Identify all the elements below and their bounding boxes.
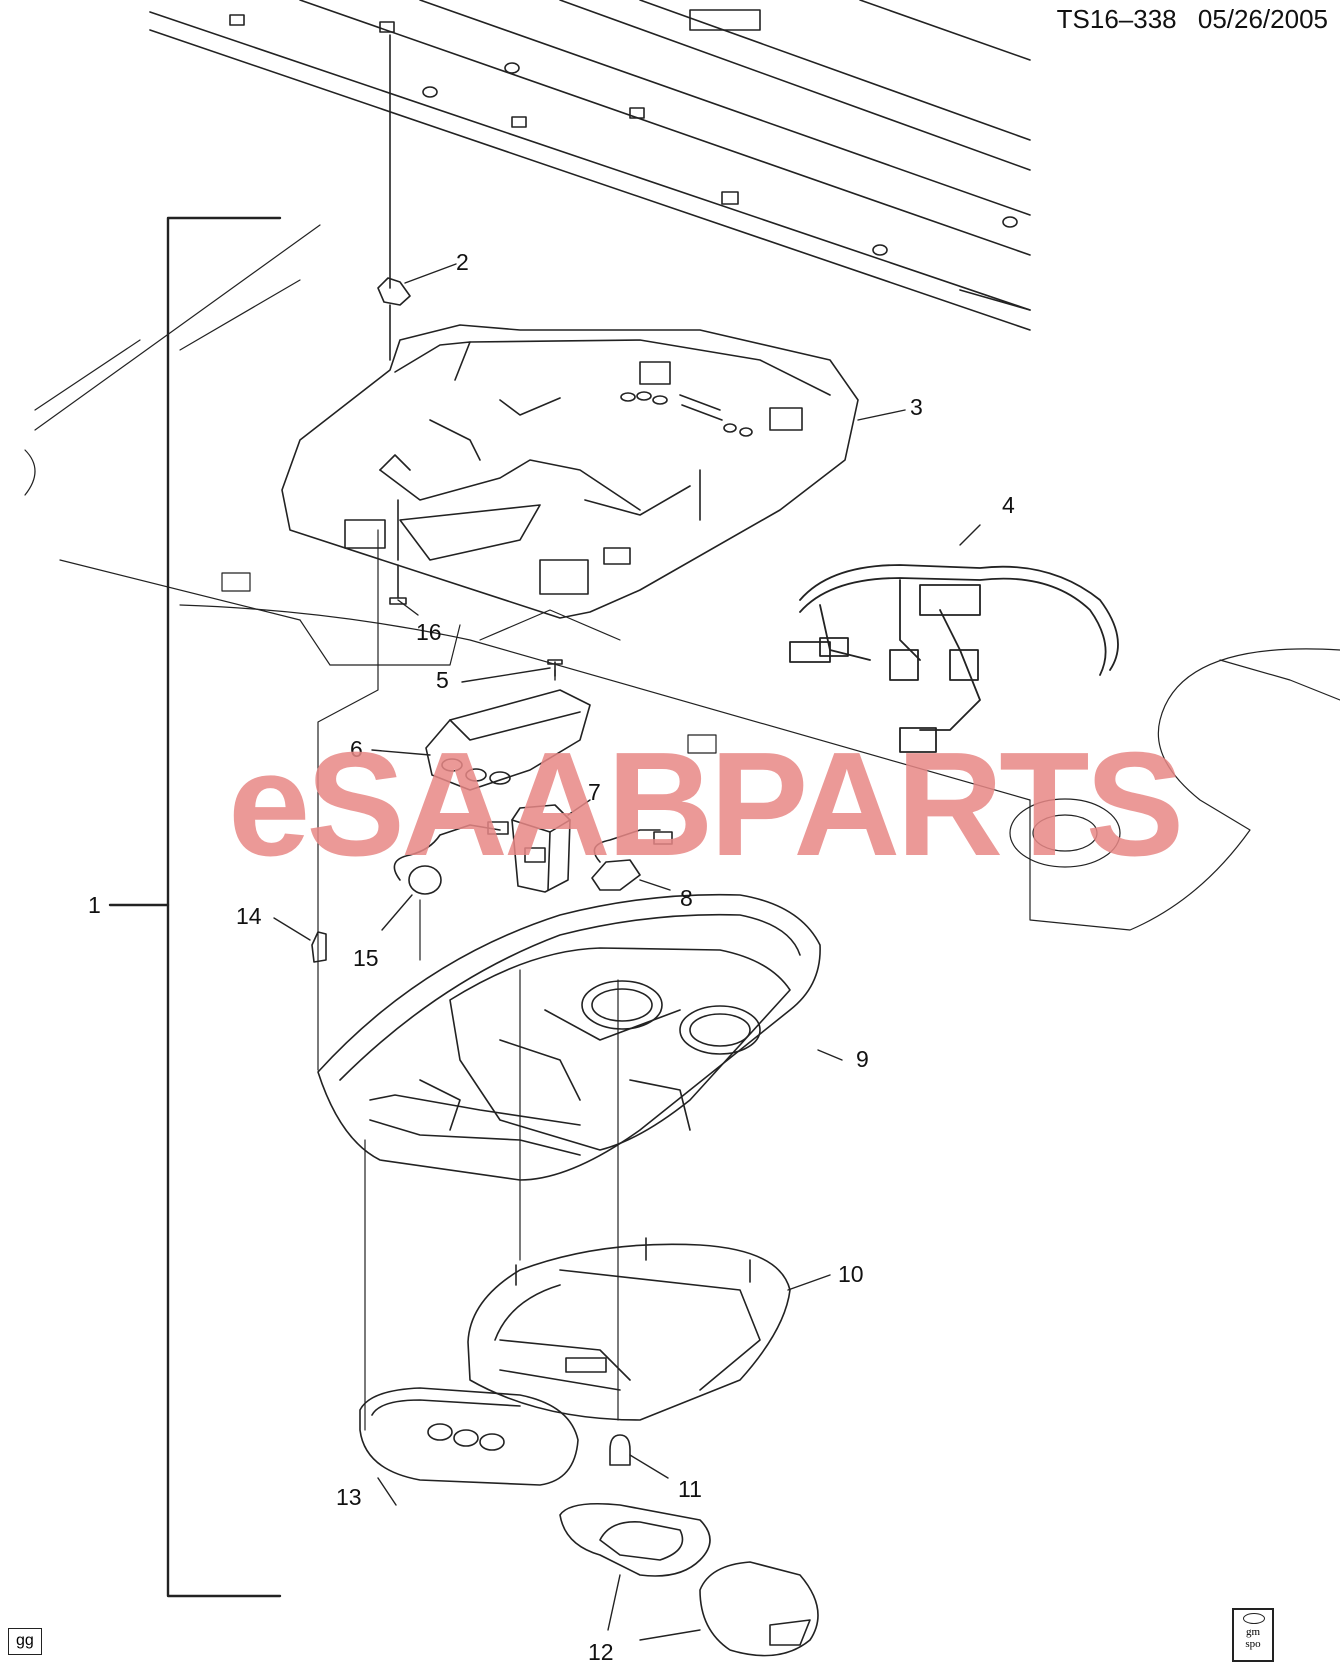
- diagram-reference: TS16–338 05/26/2005: [1057, 4, 1328, 35]
- roof-panel: [149, 0, 1031, 331]
- callout-5: 5: [436, 667, 449, 693]
- headliner: [24, 224, 1340, 931]
- part-6-switch: [425, 689, 591, 791]
- stamp-line-2: spo: [1245, 1638, 1261, 1650]
- callout-11: 11: [678, 1476, 702, 1502]
- part-11-bulb: [609, 1434, 631, 1466]
- part-8-bulb: [591, 829, 673, 891]
- part-10-frame: [467, 1237, 791, 1421]
- gm-spo-stamp: gm spo: [1232, 1608, 1274, 1662]
- callout-6: 6: [350, 736, 363, 762]
- footer-tag: gg: [8, 1628, 42, 1655]
- leader-lines: [317, 529, 619, 1431]
- callout-10: 10: [838, 1261, 864, 1287]
- part-14-clip: [311, 931, 327, 963]
- callout-4: 4: [1002, 492, 1015, 518]
- callout-1: 1: [88, 892, 101, 918]
- callout-15: 15: [353, 945, 379, 971]
- part-4-harness: [789, 564, 1119, 753]
- part-7-socket: [511, 804, 571, 893]
- part-16-screw: [389, 499, 407, 605]
- part-2-clip: [377, 34, 411, 361]
- callout-14: 14: [236, 903, 262, 929]
- assembly-bracket: [108, 216, 282, 1598]
- callout-3: 3: [910, 394, 923, 420]
- callout-13: 13: [336, 1484, 362, 1510]
- callout-2: 2: [456, 249, 469, 275]
- callout-7: 7: [588, 779, 601, 805]
- stamp-oval-icon: [1243, 1613, 1265, 1624]
- diagram-code: TS16–338: [1056, 4, 1177, 34]
- part-12-lenses: [559, 1502, 819, 1657]
- diagram-date: 05/26/2005: [1197, 4, 1328, 34]
- part-9-console: [317, 893, 821, 1181]
- callout-9: 9: [856, 1046, 869, 1072]
- part-15-bulb: [393, 821, 509, 895]
- callout-8: 8: [680, 885, 693, 911]
- callout-16: 16: [416, 619, 442, 645]
- callout-leaders: [273, 263, 981, 1641]
- watermark: eSAABPARTS: [228, 722, 1184, 887]
- callout-12: 12: [588, 1639, 614, 1665]
- stamp-line-1: gm: [1245, 1626, 1261, 1638]
- part-13-lens: [359, 1387, 579, 1486]
- callout-labels: 1 2 3 4 5 6 7 8 9 10 11 12 13 14 15 16: [88, 249, 1015, 1665]
- part-3-bracket: [281, 324, 859, 619]
